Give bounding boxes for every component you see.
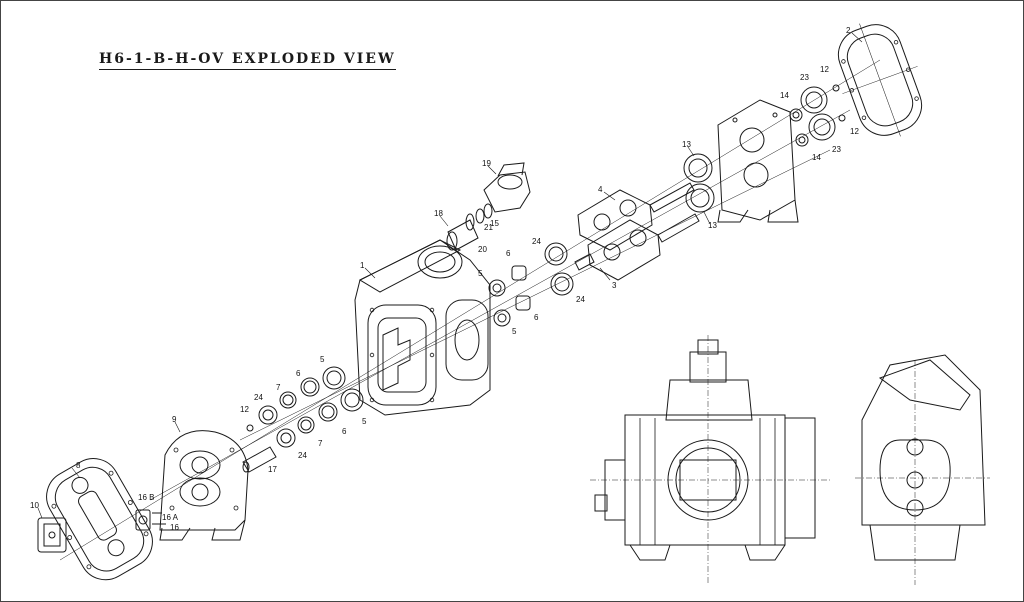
part-bearing-housing bbox=[717, 99, 799, 223]
callout-label: 15 bbox=[490, 219, 499, 228]
callout-label: 5 bbox=[512, 327, 517, 336]
side-view-drawing bbox=[855, 354, 990, 585]
callout-label: 20 bbox=[478, 245, 487, 254]
callout-label: 12 bbox=[240, 405, 249, 414]
part-bearings-right bbox=[683, 153, 715, 213]
part-rotors bbox=[574, 182, 700, 281]
callout-label: 14 bbox=[780, 91, 789, 100]
part-gear-cover bbox=[837, 23, 923, 137]
part-drive-shaft bbox=[242, 446, 277, 473]
part-main-casing bbox=[354, 239, 491, 416]
callout-label: 16 B bbox=[138, 493, 154, 502]
callout-label: 7 bbox=[276, 383, 281, 392]
callout-label: 16 bbox=[170, 523, 179, 532]
callout-label: 23 bbox=[800, 73, 809, 82]
callout-labels: 1 2 3 4 5 5 5 5 6 6 6 6 7 7 8 9 10 12 12… bbox=[30, 26, 859, 532]
callout-label: 13 bbox=[708, 221, 717, 230]
part-bearing-cap bbox=[483, 162, 531, 213]
callout-label: 3 bbox=[612, 281, 617, 290]
callout-label: 7 bbox=[318, 439, 323, 448]
callout-label: 23 bbox=[832, 145, 841, 154]
callout-label: 14 bbox=[812, 153, 821, 162]
part-small-fittings bbox=[135, 509, 166, 531]
callout-label: 24 bbox=[576, 295, 585, 304]
callout-label: 4 bbox=[598, 185, 603, 194]
callout-label: 9 bbox=[172, 415, 177, 424]
callout-label: 16 A bbox=[162, 513, 179, 522]
callout-label: 1 bbox=[360, 261, 365, 270]
callout-label: 5 bbox=[362, 417, 367, 426]
callout-label: 13 bbox=[682, 140, 691, 149]
callout-label: 24 bbox=[254, 393, 263, 402]
callout-label: 18 bbox=[434, 209, 443, 218]
callout-label: 8 bbox=[76, 461, 81, 470]
callout-label: 17 bbox=[268, 465, 277, 474]
callout-label: 24 bbox=[298, 451, 307, 460]
callout-label: 2 bbox=[846, 26, 851, 35]
assembly-axis-lines bbox=[59, 59, 881, 561]
part-end-cover bbox=[46, 458, 153, 581]
diagram-title: H6-1-B-H-OV EXPLODED VIEW bbox=[99, 51, 396, 70]
callout-label: 5 bbox=[320, 355, 325, 364]
callout-label: 12 bbox=[820, 65, 829, 74]
callout-label: 5 bbox=[478, 269, 483, 278]
callout-label: 12 bbox=[850, 127, 859, 136]
part-cover-plate bbox=[37, 517, 67, 553]
callout-label: 24 bbox=[532, 237, 541, 246]
front-view-drawing bbox=[590, 335, 830, 585]
callout-label: 19 bbox=[482, 159, 491, 168]
callout-label: 10 bbox=[30, 501, 39, 510]
part-gear-housing bbox=[159, 430, 249, 541]
part-timing-gears bbox=[789, 84, 846, 147]
callout-label: 6 bbox=[342, 427, 347, 436]
callout-label: 6 bbox=[506, 249, 511, 258]
part-bearings-center bbox=[488, 242, 574, 327]
callout-label: 6 bbox=[296, 369, 301, 378]
part-bearings-lower-left bbox=[246, 366, 364, 448]
callout-label: 6 bbox=[534, 313, 539, 322]
callout-label: 21 bbox=[484, 223, 493, 232]
part-seal-stack bbox=[446, 203, 493, 251]
callout-leader-lines bbox=[37, 32, 863, 519]
